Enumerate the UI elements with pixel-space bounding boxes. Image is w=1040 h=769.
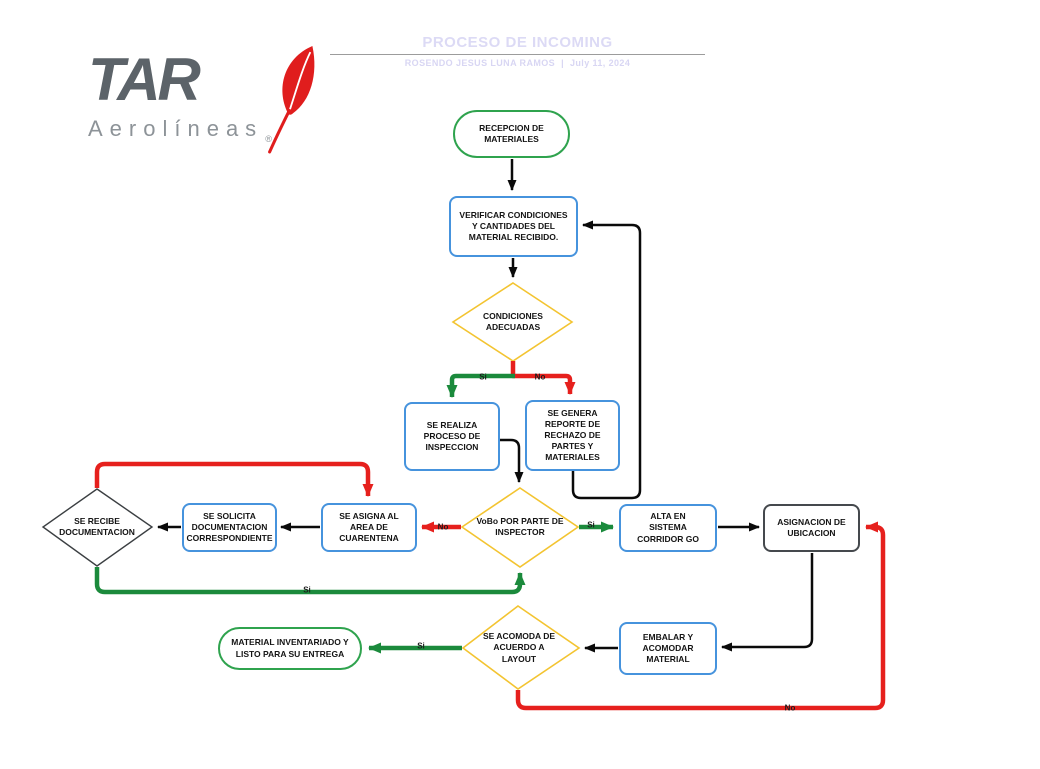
node-material-inventariado: MATERIAL INVENTARIADO Y LISTO PARA SU EN… [218, 627, 362, 670]
node-se-realiza-inspeccion: SE REALIZA PROCESO DE INSPECCION [404, 402, 500, 471]
node-se-acomoda-label: SE ACOMODA DE ACUERDO A LAYOUT [482, 631, 556, 664]
logo-brand-row: TAR [88, 46, 328, 154]
edge-label-condiciones-si: Si [479, 372, 487, 382]
page-title: PROCESO DE INCOMING [422, 34, 613, 51]
edge-label-recibe-si: Si [303, 585, 311, 595]
node-vobo-label: VoBo POR PARTE DE INSPECTOR [476, 515, 564, 537]
header-divider [330, 54, 705, 55]
black-arrows [157, 159, 814, 653]
node-se-genera-reporte: SE GENERA REPORTE DE RECHAZO DE PARTES Y… [525, 400, 620, 471]
edge-label-vobo-no: No [437, 522, 449, 532]
node-verificar-label: VERIFICAR CONDICIONES Y CANTIDADES DEL M… [459, 209, 568, 243]
edge-label-condiciones-no: No [534, 372, 546, 382]
logo-subbrand-text: Aerolíneas [88, 116, 264, 141]
red-no-arrows [94, 361, 886, 711]
header: PROCESO DE INCOMING ROSENDO JESUS LUNA R… [310, 34, 725, 68]
node-se-recibe-documentacion: SE RECIBE DOCUMENTACION [52, 505, 142, 549]
node-se-solicita-label: SE SOLICITA DOCUMENTACION CORRESPONDIENT… [186, 510, 273, 544]
node-material-label: MATERIAL INVENTARIADO Y LISTO PARA SU EN… [231, 637, 349, 659]
node-asignacion-ubicacion: ASIGNACION DE UBICACION [763, 504, 860, 552]
node-embalar-acomodar: EMBALAR Y ACOMODAR MATERIAL [619, 622, 717, 675]
logo-subbrand-row: Aerolíneas® [88, 116, 328, 144]
edge-label-acomoda-si: Si [417, 641, 425, 651]
node-se-recibe-label: SE RECIBE DOCUMENTACION [59, 515, 135, 537]
node-alta-sistema-corridor-go: ALTA EN SISTEMA CORRIDOR GO [619, 504, 717, 552]
green-si-arrows [94, 373, 614, 654]
decision-recibe-shape [41, 488, 154, 567]
node-alta-label: ALTA EN SISTEMA CORRIDOR GO [637, 511, 699, 544]
feather-icon [268, 46, 315, 154]
node-se-asigna-label: SE ASIGNA AL AREA DE CUARENTENA [339, 510, 399, 544]
node-recepcion-label: RECEPCION DE MATERIALES [479, 122, 544, 144]
node-se-solicita-documentacion: SE SOLICITA DOCUMENTACION CORRESPONDIENT… [182, 503, 277, 552]
node-se-realiza-label: SE REALIZA PROCESO DE INSPECCION [423, 419, 481, 453]
date-text: July 11, 2024 [569, 58, 631, 68]
node-se-asigna-cuarentena: SE ASIGNA AL AREA DE CUARENTENA [321, 503, 417, 552]
subtitle-separator: | [561, 58, 564, 68]
decision-vobo-shape [460, 487, 580, 568]
node-embalar-label: EMBALAR Y ACOMODAR MATERIAL [642, 631, 694, 665]
edge-label-acomoda-no: No [784, 703, 796, 713]
decision-acomoda-shape [461, 605, 581, 690]
page-subtitle: ROSENDO JESUS LUNA RAMOS | July 11, 2024 [310, 58, 725, 68]
node-condiciones-label: CONDICIONES ADECUADAS [483, 310, 543, 332]
node-condiciones-adecuadas: CONDICIONES ADECUADAS [468, 300, 558, 344]
registered-mark-icon: ® [265, 134, 272, 144]
node-recepcion-materiales: RECEPCION DE MATERIALES [453, 110, 570, 158]
node-vobo-inspector: VoBo POR PARTE DE INSPECTOR [474, 505, 566, 549]
node-asignacion-label: ASIGNACION DE UBICACION [777, 516, 846, 538]
node-verificar-condiciones: VERIFICAR CONDICIONES Y CANTIDADES DEL M… [449, 196, 578, 257]
logo-brand-text: TAR [88, 46, 201, 113]
node-se-acomoda-layout: SE ACOMODA DE ACUERDO A LAYOUT [479, 626, 559, 670]
author-name: ROSENDO JESUS LUNA RAMOS [404, 58, 556, 68]
node-se-genera-label: SE GENERA REPORTE DE RECHAZO DE PARTES Y… [544, 407, 601, 463]
tar-logo: TAR Aerolíneas® [88, 46, 328, 154]
edge-label-vobo-si: Si [587, 520, 595, 530]
